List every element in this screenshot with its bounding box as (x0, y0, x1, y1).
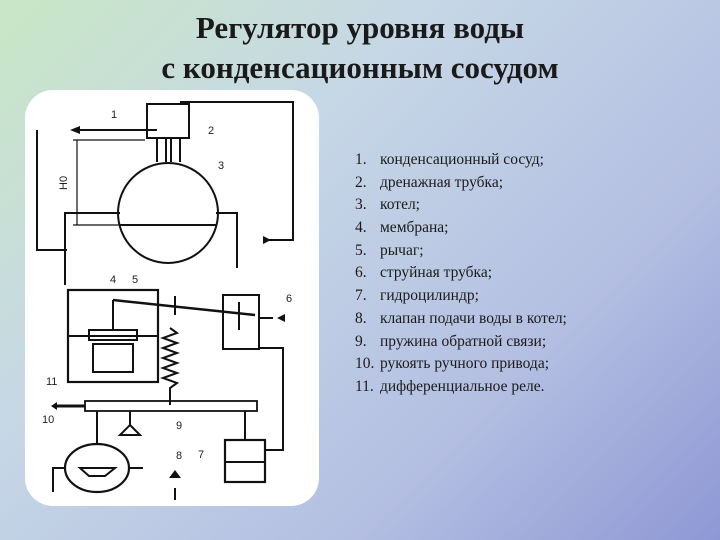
title-line-2: с конденсационным сосудом (161, 50, 559, 85)
legend-item: 3.котел; (355, 196, 420, 214)
feedback-spring (160, 327, 180, 405)
legend-item: 6.струйная трубка; (355, 264, 493, 282)
legend-item: 4.мембрана; (355, 219, 449, 237)
label-6: 6 (286, 293, 292, 305)
legend-item: 2.дренажная трубка; (355, 173, 504, 191)
label-1: 1 (111, 109, 117, 121)
regulator-diagram: 1 2 3 4 5 6 7 8 9 10 11 H0 (25, 90, 319, 506)
label-10: 10 (42, 414, 54, 426)
label-h0: H0 (58, 176, 70, 190)
legend-item: 10.рукоять ручного привода; (355, 355, 550, 373)
label-7: 7 (198, 449, 204, 461)
diagram-svg: 1 2 3 4 5 6 7 8 9 10 11 H0 (36, 101, 294, 500)
title-line-1: Регулятор уровня воды (195, 10, 525, 45)
legend-item: 9.пружина обратной связи; (355, 332, 547, 350)
jet-tube-housing (222, 294, 260, 350)
boiler (117, 162, 219, 264)
slide-title: Регулятор уровня воды с конденсационным … (0, 8, 720, 88)
lever (112, 298, 256, 317)
legend-item: 5.рычаг; (355, 241, 424, 259)
label-5: 5 (132, 274, 138, 286)
label-11: 11 (46, 376, 57, 388)
label-8: 8 (176, 450, 182, 462)
label-3: 3 (218, 160, 224, 172)
label-4: 4 (110, 274, 116, 286)
boiler-to-relay-pipe (64, 212, 120, 285)
label-2: 2 (208, 125, 214, 137)
condensation-vessel (146, 103, 190, 139)
outer-pipe (36, 130, 67, 251)
legend-item: 11.дифференциальное реле. (355, 377, 545, 395)
legend-item: 1.конденсационный сосуд; (355, 151, 544, 168)
legend-item: 8.клапан подачи воды в котел; (355, 309, 567, 327)
label-9: 9 (176, 420, 182, 432)
legend-list: 1.конденсационный сосуд; 2.дренажная тру… (355, 149, 705, 399)
outer-pipe-right (180, 101, 294, 241)
legend-item: 7.гидроцилиндр; (355, 287, 479, 305)
